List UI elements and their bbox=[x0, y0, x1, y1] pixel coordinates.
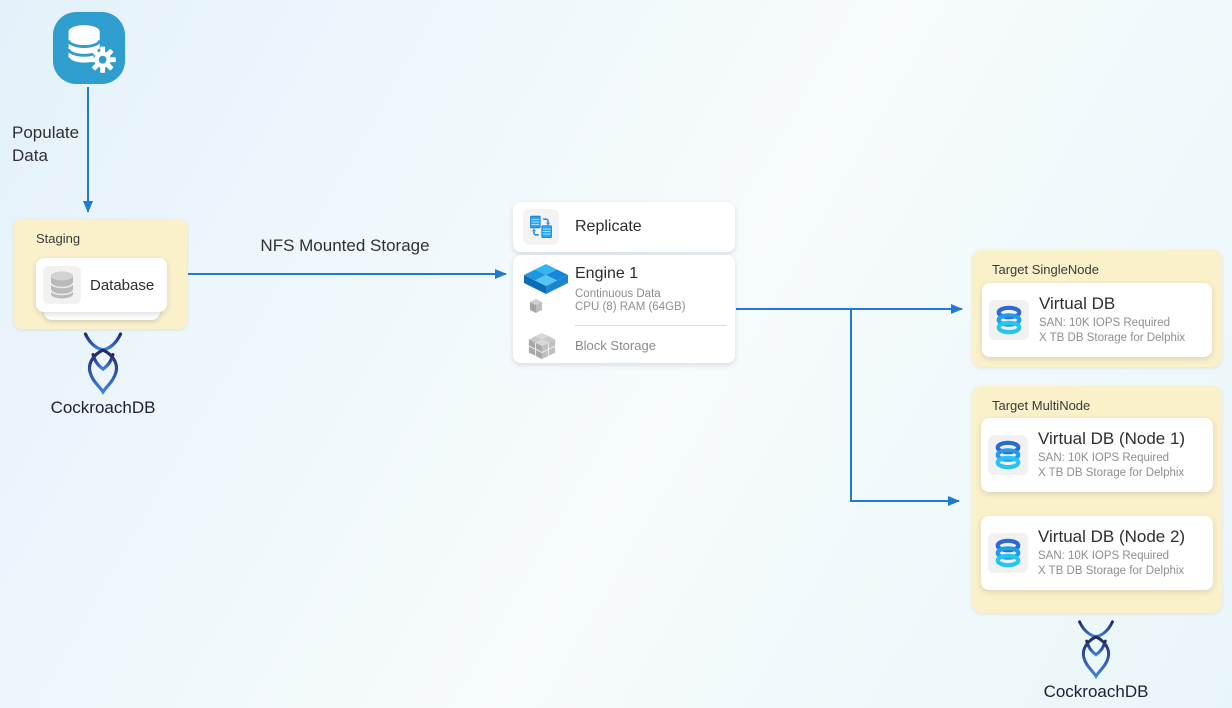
engine-card-divider bbox=[575, 325, 727, 326]
virtual-db-storage-line: X TB DB Storage for Delphix bbox=[1039, 332, 1186, 344]
virtual-db-text: Virtual DB (Node 2) SAN: 10K IOPS Requir… bbox=[1038, 527, 1185, 580]
block-storage-label: Block Storage bbox=[575, 338, 656, 353]
cockroachdb-left: CockroachDB bbox=[42, 331, 164, 418]
cockroachdb-right: CockroachDB bbox=[1032, 619, 1160, 702]
virtual-db-icon-container bbox=[988, 533, 1028, 573]
virtual-db-icon-container bbox=[989, 300, 1029, 340]
block-storage-cubes-icon bbox=[528, 332, 556, 360]
engine-sub-continuous-data: Continuous Data bbox=[575, 288, 661, 300]
virtual-db-title: Virtual DB bbox=[1039, 293, 1116, 313]
cockroachdb-left-label: CockroachDB bbox=[50, 398, 156, 417]
cockroachdb-logo bbox=[1078, 620, 1114, 679]
virtual-db-text: Virtual DB SAN: 10K IOPS Required X TB D… bbox=[1039, 294, 1185, 347]
database-icon-container bbox=[43, 266, 81, 304]
target-multinode-title: Target MultiNode bbox=[992, 398, 1091, 413]
staging-panel: Staging Database bbox=[14, 219, 187, 329]
virtual-db-card: Virtual DB SAN: 10K IOPS Required X TB D… bbox=[982, 283, 1212, 357]
target-multinode-panel: Target MultiNode Virtual DB (Node 1) SAN… bbox=[972, 386, 1222, 613]
gear-icon bbox=[89, 46, 116, 73]
small-gray-cube-icon bbox=[530, 299, 542, 313]
virtual-db-node2-title: Virtual DB (Node 2) bbox=[1038, 526, 1186, 546]
staging-database-label: Database bbox=[90, 276, 155, 294]
engine-card: Engine 1 Continuous Data CPU (8) RAM (64… bbox=[513, 255, 735, 363]
staging-panel-title: Staging bbox=[36, 231, 81, 246]
virtual-db-node2-storage-line: X TB DB Storage for Delphix bbox=[1038, 565, 1185, 577]
virtual-db-node1-title: Virtual DB (Node 1) bbox=[1038, 428, 1186, 448]
virtual-db-node2-san-line: SAN: 10K IOPS Required bbox=[1038, 549, 1170, 562]
replicate-label: Replicate bbox=[575, 218, 642, 235]
virtual-db-text: Virtual DB (Node 1) SAN: 10K IOPS Requir… bbox=[1038, 429, 1185, 482]
virtual-db-node1-storage-line: X TB DB Storage for Delphix bbox=[1038, 467, 1185, 479]
populate-data-label: Populate Data bbox=[12, 123, 80, 165]
database-gear-icon bbox=[52, 11, 126, 85]
virtual-db-san-line: SAN: 10K IOPS Required bbox=[1039, 316, 1171, 329]
staging-database-card: Database bbox=[36, 258, 167, 312]
virtual-db-rings-icon bbox=[995, 440, 1021, 470]
virtual-db-node2-card: Virtual DB (Node 2) SAN: 10K IOPS Requir… bbox=[981, 516, 1213, 590]
target-singlenode-panel: Target SingleNode Virtual DB SAN: 10K IO… bbox=[972, 250, 1222, 367]
arrow-engine-to-multinode bbox=[850, 309, 960, 506]
target-singlenode-title: Target SingleNode bbox=[992, 262, 1099, 277]
cockroachdb-right-label: CockroachDB bbox=[1043, 682, 1149, 701]
engine-title: Engine 1 bbox=[575, 265, 639, 282]
replicate-sync-icon bbox=[530, 215, 552, 238]
engine-blocks-icon bbox=[524, 264, 568, 313]
virtual-db-rings-icon bbox=[995, 538, 1021, 568]
cockroachdb-logo bbox=[83, 332, 123, 395]
virtual-db-node1-card: Virtual DB (Node 1) SAN: 10K IOPS Requir… bbox=[981, 418, 1213, 492]
virtual-db-icon-container bbox=[988, 435, 1028, 475]
virtual-db-rings-icon bbox=[996, 305, 1022, 335]
engine-sub-cpu-ram: CPU (8) RAM (64GB) bbox=[575, 301, 686, 313]
database-cylinder-icon bbox=[50, 271, 74, 299]
replicate-icon-container bbox=[523, 209, 559, 245]
nfs-mounted-storage-label: NFS Mounted Storage bbox=[260, 236, 430, 255]
virtual-db-node1-san-line: SAN: 10K IOPS Required bbox=[1038, 451, 1170, 464]
replicate-card: Replicate bbox=[513, 202, 735, 252]
